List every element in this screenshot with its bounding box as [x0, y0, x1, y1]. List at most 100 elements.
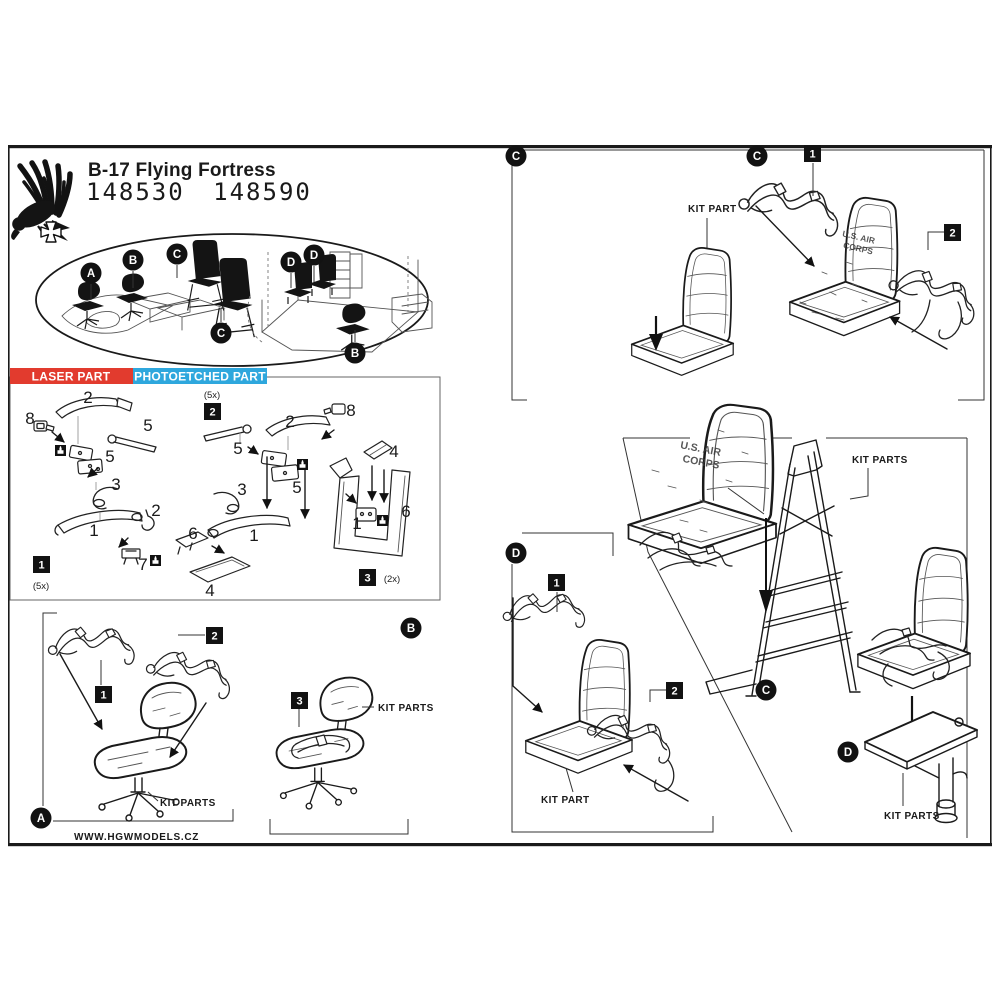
seatbelt-drawing	[883, 262, 983, 327]
svg-text:3: 3	[296, 696, 302, 708]
svg-text:1: 1	[38, 560, 44, 572]
seatbelt-drawing	[46, 622, 136, 671]
svg-text:B: B	[129, 255, 137, 267]
header: B-17 Flying Fortress 148530 148590	[11, 159, 312, 243]
kit-parts-label: KIT PARTS	[884, 811, 940, 822]
part-number-laser: 2	[285, 412, 294, 431]
svg-text:A: A	[87, 268, 95, 280]
bucket-seat-drawing	[524, 638, 633, 775]
overview-label-c-upper: C	[166, 243, 188, 265]
part-number-laser: 5	[233, 439, 242, 458]
kit-parts-label: KIT PARTS	[378, 703, 434, 714]
laser-part-label: LASER PART	[32, 370, 111, 384]
belt-badge-2: 2	[666, 682, 683, 699]
part-number-laser: 3	[237, 480, 246, 499]
seatbelt-drawing	[735, 178, 843, 238]
lap-belt-drawing	[291, 734, 351, 759]
overview-label-d-left: D	[280, 251, 302, 273]
assembly-1: 2 8 5 5 3 1 2 7 1 (5x)	[25, 388, 161, 592]
iron-cross-icon	[40, 221, 62, 243]
part-number-laser: 1	[249, 526, 258, 545]
bucket-seat-drawing	[856, 546, 971, 690]
section-a: 1 2 KIT PARTS A	[30, 612, 235, 829]
overview-label-b-left: B	[122, 249, 144, 271]
svg-text:C: C	[512, 151, 520, 163]
section-c-top: C KIT PART C 1 U.S. AIR CORPS 2	[505, 145, 985, 401]
svg-text:C: C	[753, 151, 761, 163]
part-number-photo: 2	[151, 501, 160, 520]
table-mount-drawing	[864, 711, 978, 824]
svg-text:2: 2	[211, 631, 217, 643]
page-title: B-17 Flying Fortress	[88, 160, 276, 181]
section-label-c-mid: C	[755, 679, 777, 701]
quantity-label: (5x)	[33, 581, 49, 592]
svg-text:D: D	[310, 250, 318, 262]
ladder-frame-drawing	[705, 439, 861, 697]
belt-badge-1: 1	[804, 145, 821, 162]
overview-seat-c1	[187, 239, 225, 312]
overview-chair-a	[71, 280, 105, 330]
interior-dashed-lines	[247, 252, 409, 343]
section-label-d-right: D	[837, 741, 859, 763]
glue-icon	[55, 445, 66, 456]
svg-text:1: 1	[553, 578, 559, 590]
overview-label-d-right: D	[303, 244, 325, 266]
product-numbers: 148530 148590	[86, 178, 312, 206]
kit-part-label: KIT PART	[688, 204, 737, 215]
step-badge-1: 1	[33, 556, 50, 573]
laser-part-bar	[10, 368, 133, 384]
page-border	[8, 145, 992, 847]
belt-badge-2: 2	[944, 224, 961, 241]
section-b: 3 KIT PARTS B	[269, 617, 434, 835]
photoetched-part-bar	[133, 368, 267, 384]
svg-text:2: 2	[671, 686, 677, 698]
svg-text:D: D	[844, 747, 852, 759]
svg-text:C: C	[762, 685, 770, 697]
section-d-right: D KIT PARTS	[837, 546, 978, 824]
glue-icon	[150, 555, 161, 566]
part-number-laser: 6	[401, 502, 410, 521]
section-label-a: A	[30, 807, 52, 829]
photoetched-part-label: PHOTOETCHED PART	[134, 370, 266, 384]
belt-badge-1: 1	[548, 574, 565, 591]
part-number-laser: 2	[83, 388, 92, 407]
assembly-2: (5x) 2 5 2 8 5 3 1 6 4	[175, 390, 356, 600]
belt-badge-2: 2	[206, 627, 223, 644]
website-label: WWW.HGWMODELS.CZ	[74, 832, 199, 843]
kit-part-label: KIT PART	[541, 795, 590, 806]
svg-text:B: B	[351, 348, 359, 360]
part-number-photo: 8	[346, 401, 355, 420]
svg-text:A: A	[37, 813, 45, 825]
part-number-photo: 5	[105, 447, 114, 466]
part-number-photo: 4	[389, 442, 398, 461]
bucket-seat-drawing	[630, 247, 735, 377]
part-number-laser: 1	[89, 521, 98, 540]
part-number-laser: 4	[205, 581, 214, 600]
kit-parts-label: KIT PARTS	[160, 798, 216, 809]
section-c-mid: U.S. AIR CORPS KIT PARTS C	[622, 403, 968, 838]
belt-badge-1: 1	[95, 686, 112, 703]
interior-overview: A B C C D D B	[35, 233, 433, 367]
overview-chair-b	[115, 272, 149, 322]
assembly-3: 4 6 1 3 (2x)	[329, 440, 411, 586]
parts-panel: LASER PART PHOTOETCHED PART 2 8 5	[9, 368, 441, 601]
section-label-c-right: C	[746, 145, 768, 167]
svg-text:2: 2	[949, 228, 955, 240]
section-label-b: B	[400, 617, 422, 639]
belt-badge-3: 3	[291, 692, 308, 709]
section-label-d: D	[505, 542, 527, 564]
step-badge-3: 3	[359, 569, 376, 586]
svg-text:3: 3	[364, 573, 370, 585]
part-number-laser: 3	[111, 475, 120, 494]
overview-label-c-lower: C	[210, 322, 232, 344]
svg-text:1: 1	[809, 149, 815, 161]
svg-text:D: D	[287, 257, 295, 269]
svg-text:B: B	[407, 623, 415, 635]
svg-text:1: 1	[100, 690, 106, 702]
quantity-label: (2x)	[384, 574, 400, 585]
quantity-label: (5x)	[204, 390, 220, 401]
part-number-photo: 6	[188, 524, 197, 543]
section-d-left: D 1 KIT PART 2	[500, 532, 714, 833]
svg-text:2: 2	[209, 407, 215, 419]
